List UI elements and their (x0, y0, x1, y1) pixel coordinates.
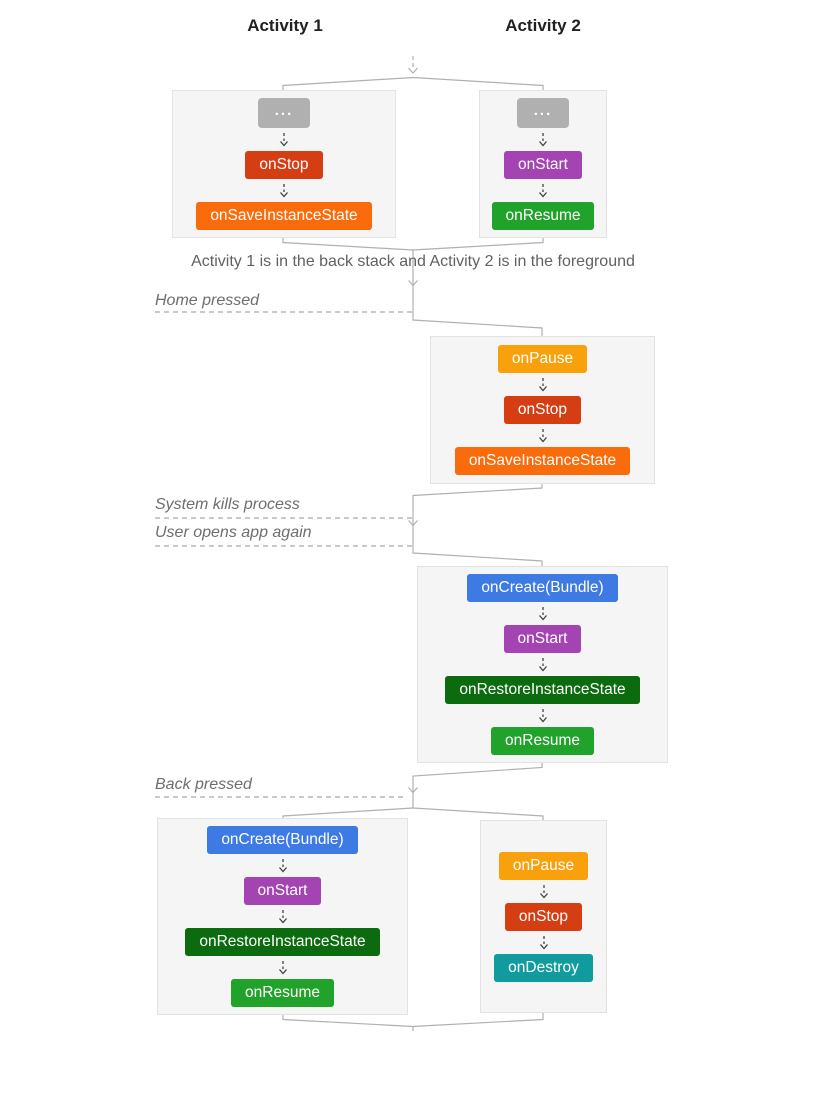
arrow-down-icon (538, 378, 547, 392)
arrow-down-icon (280, 133, 288, 147)
arrow-down-icon (538, 429, 547, 443)
lifecycle-box-onStop: onStop (245, 151, 323, 179)
lifecycle-box-ellipsis: ... (257, 98, 311, 128)
lifecycle-box-onRestoreInstanceState: onRestoreInstanceState (445, 676, 640, 704)
arrow-down-icon (278, 961, 287, 975)
lifecycle-box-onResume: onResume (231, 979, 334, 1007)
lifecycle-box-onPause: onPause (498, 851, 589, 880)
dashed-separator-kill (155, 517, 413, 519)
column-header-activity-2: Activity 2 (505, 16, 581, 35)
panel-activity1-recreated: onCreate(Bundle) onStart onRestoreInstan… (157, 818, 408, 1015)
dashed-separator-back (155, 796, 407, 798)
panel-activity2-home-pressed: onPause onStop onSaveInstanceState (430, 336, 655, 484)
event-label-system-kills-process: System kills process (155, 496, 300, 513)
caption-text: Activity 1 is in the back stack and Acti… (191, 253, 635, 270)
arrow-down-icon (278, 910, 287, 924)
lifecycle-box-onStart: onStart (503, 625, 582, 653)
lifecycle-box-onStart: onStart (504, 151, 582, 179)
column-header-activity-1: Activity 1 (247, 16, 323, 35)
lifecycle-box-ellipsis: ... (516, 98, 570, 128)
arrow-down-icon (539, 884, 548, 898)
lifecycle-box-onStop: onStop (504, 902, 583, 931)
lifecycle-box-onPause: onPause (497, 345, 588, 373)
lifecycle-box-onStop: onStop (503, 396, 582, 424)
arrow-down-icon (538, 607, 547, 621)
dashed-separator-reopen (155, 545, 413, 547)
dashed-separator-home (155, 311, 413, 313)
lifecycle-box-onResume: onResume (491, 202, 595, 230)
arrow-down-icon (539, 133, 547, 147)
arrow-down-icon (539, 184, 547, 198)
arrow-down-icon (280, 184, 288, 198)
lifecycle-box-onResume: onResume (491, 727, 594, 755)
arrow-down-icon (539, 935, 548, 949)
lifecycle-box-onSaveInstanceState: onSaveInstanceState (454, 447, 631, 475)
lifecycle-box-onDestroy: onDestroy (494, 953, 593, 982)
panel-activity1-background: ... onStop onSaveInstanceState (172, 90, 396, 238)
lifecycle-box-onRestoreInstanceState: onRestoreInstanceState (185, 928, 380, 956)
event-label-user-opens-app-again: User opens app again (155, 524, 312, 541)
lifecycle-box-onCreateBundle: onCreate(Bundle) (467, 574, 618, 602)
lifecycle-box-onSaveInstanceState: onSaveInstanceState (196, 202, 372, 230)
lifecycle-box-onStart: onStart (243, 877, 322, 905)
panel-activity2-destroyed: onPause onStop onDestroy (480, 820, 607, 1013)
panel-activity2-foreground: ... onStart onResume (479, 90, 607, 238)
lifecycle-box-onCreateBundle: onCreate(Bundle) (207, 826, 358, 854)
arrow-down-icon (538, 658, 547, 672)
event-label-back-pressed: Back pressed (155, 776, 252, 793)
arrow-down-icon (278, 859, 287, 873)
event-label-home-pressed: Home pressed (155, 292, 260, 309)
arrow-down-icon (538, 709, 547, 723)
panel-activity2-recreated: onCreate(Bundle) onStart onRestoreInstan… (417, 566, 668, 763)
